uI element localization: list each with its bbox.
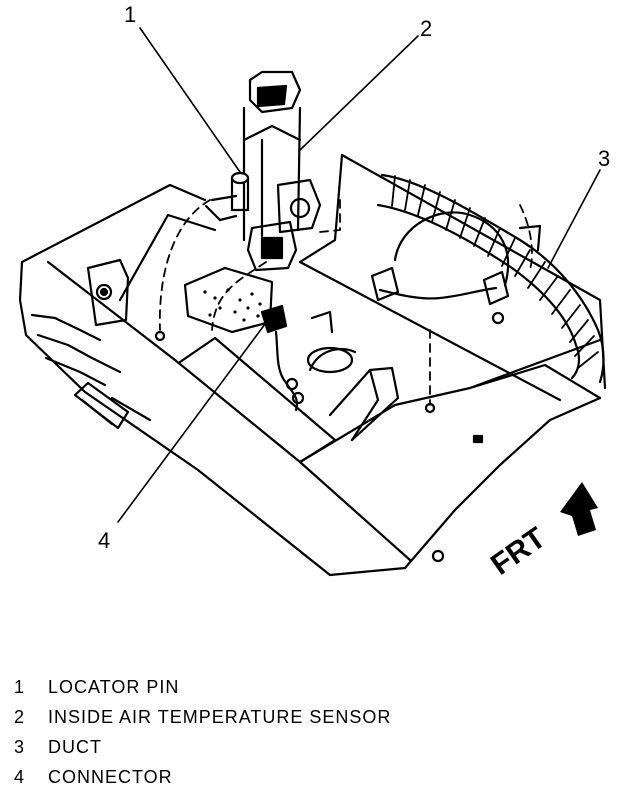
- callout-3: 3: [598, 146, 610, 171]
- callout-1: 1: [124, 2, 136, 27]
- connector: [260, 304, 357, 412]
- support-block: [328, 366, 400, 442]
- legend-item-number: 4: [14, 767, 26, 787]
- legend-item-text: DUCT: [48, 737, 102, 757]
- legend-item-text: INSIDE AIR TEMPERATURE SENSOR: [48, 707, 392, 727]
- routing-guides: [158, 199, 533, 406]
- legend-item-text: LOCATOR PIN: [48, 677, 180, 697]
- legend-item-number: 3: [14, 737, 26, 757]
- leader-lines: [117, 27, 601, 523]
- legend-item: 1 LOCATOR PIN: [14, 672, 614, 702]
- legend-item-number: 1: [14, 677, 26, 697]
- component-diagram: 1 2 3 4 FRT: [18, 2, 610, 582]
- legend-item: 2 INSIDE AIR TEMPERATURE SENSOR: [14, 702, 614, 732]
- mounting-plate: [183, 266, 274, 334]
- callout-2: 2: [420, 16, 432, 41]
- legend-item: 3 DUCT: [14, 732, 614, 762]
- mounting-bracket: [86, 258, 130, 327]
- legend-item-text: CONNECTOR: [48, 767, 173, 787]
- legend-item: 4 CONNECTOR: [14, 762, 614, 792]
- fastener-holes: [154, 330, 484, 563]
- legend-item-number: 2: [14, 707, 26, 727]
- callout-4: 4: [98, 528, 110, 553]
- front-direction-label: FRT: [485, 521, 552, 581]
- duct: [370, 173, 605, 384]
- inside-air-temperature-sensor: [242, 70, 322, 272]
- legend: 1 LOCATOR PIN 2 INSIDE AIR TEMPERATURE SEN…: [14, 672, 614, 792]
- front-direction-arrow: [560, 482, 598, 536]
- locator-pin: [204, 171, 250, 222]
